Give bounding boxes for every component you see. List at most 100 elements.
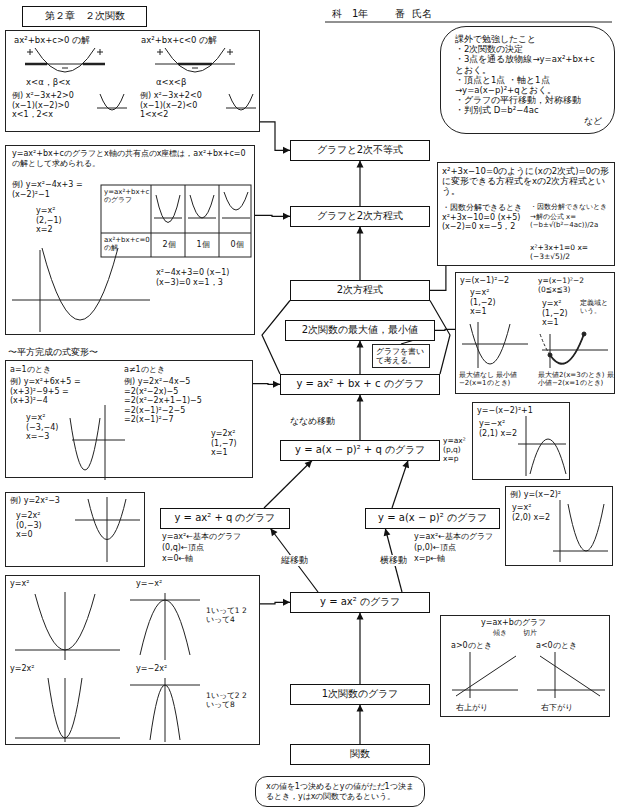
note-box: 〜平方完成の式変形〜a=1のとき例) y=x²+6x+5 =(x+3)²−9+5… bbox=[5, 360, 253, 478]
note-text: y=x² bbox=[10, 579, 50, 589]
note-text: y=2x² (0,−3) x=0 bbox=[16, 511, 56, 540]
connector-line bbox=[359, 227, 360, 281]
process-box: 2次関数の最大値，最小値 bbox=[285, 320, 435, 341]
note-box: y=x² y=−x² 1いって1 2いって4 y=2x² y=−2x² 1いって2 2いっ… bbox=[5, 575, 260, 745]
box-label: 第２章 ２次関数 bbox=[45, 10, 125, 23]
note-box: y=(x−1)²−2y=x² (1,−2) x=1最大値なし 最小値−2(x=1… bbox=[455, 272, 615, 394]
connector bbox=[357, 395, 364, 441]
connector bbox=[430, 266, 446, 290]
annotation-text: x=p←軸 bbox=[414, 554, 502, 564]
note-box: ax²+bx+c>0 の解ax²+bx+c<0 の解x<α，β<xα<x<β例)… bbox=[5, 30, 260, 132]
note-text: α<x<β bbox=[156, 77, 256, 87]
process-box: y = ax² + q のグラフ bbox=[160, 508, 290, 529]
process-box: y = ax² + bx + c のグラフ bbox=[280, 374, 440, 395]
note-text: 例) y=2x²−4x−5 =2(x²−2x)−5 =2(x²−2x+1−1)−… bbox=[124, 377, 222, 425]
note-text: グラフを書いて考える。 bbox=[376, 347, 428, 365]
connector bbox=[357, 613, 364, 685]
connector-line bbox=[271, 529, 319, 593]
box-label: 関数 bbox=[350, 748, 370, 761]
note-text: y=ax²+bx+cのグラフ bbox=[104, 188, 150, 205]
edge-label: 縦移動 bbox=[279, 555, 310, 566]
note-text: →解の公式 x=(−b±√(b²−4ac))/2a bbox=[530, 213, 612, 230]
arrow-head bbox=[283, 147, 290, 154]
note-text: ・頂点と1点 ・軸と1点→y=a(x−p)²+qとおく。 bbox=[455, 75, 602, 95]
edge-label: 横移動 bbox=[378, 555, 409, 566]
note-text: y=ax+bのグラフ bbox=[481, 618, 581, 628]
annotation-text: y=ax² (p,q) x=p bbox=[443, 436, 471, 463]
note-text: 右上がり bbox=[456, 703, 516, 713]
arrow-head bbox=[305, 461, 312, 468]
x-axis bbox=[542, 350, 608, 351]
note-text: 定義域という。 bbox=[580, 299, 614, 316]
note-box: グラフを書いて考える。 bbox=[372, 344, 430, 368]
note-text: y=−(x−2)²+1 bbox=[477, 406, 567, 416]
note-text: 切片 bbox=[523, 629, 551, 637]
arrow-head bbox=[384, 529, 391, 537]
note-box: y=ax+bのグラフ傾き切片a>0のときa<0のとき右上がり右下がり bbox=[440, 615, 610, 717]
note-text: 最大値なし 最小値−2(x=1のとき) bbox=[459, 371, 535, 388]
cloud-note: 課外で勉強したこと・2次関数の決定・3点を通る放物線→y=ax²+bx+cとおく… bbox=[440, 26, 615, 134]
note-text: y=−x² (2,1) x=2 bbox=[479, 419, 519, 438]
parabola bbox=[229, 94, 253, 110]
x-axis bbox=[25, 64, 105, 65]
solution-range bbox=[178, 63, 212, 66]
parabola bbox=[150, 685, 180, 740]
connector-line bbox=[359, 613, 360, 685]
x-axis bbox=[12, 300, 150, 301]
parabola bbox=[42, 248, 118, 320]
process-box: y = ax² のグラフ bbox=[290, 592, 430, 613]
connector bbox=[271, 529, 319, 593]
note-box: x²+3x−10=0のように(xの2次式)=0の形に変形できる方程式をxの2次方… bbox=[437, 162, 615, 266]
connector bbox=[435, 329, 455, 330]
connector bbox=[357, 227, 364, 281]
note-text: 0個 bbox=[222, 240, 252, 250]
note-text: x²−4x+3=0 (x−1)(x−3)=0 x=1，3 bbox=[156, 268, 246, 287]
speech-bubble: xの値を1つ決めるとyの値がただ1つ決まるとき，yはxの関数であるという。 bbox=[255, 776, 425, 807]
note-box: y=−(x−2)²+1 y=−x² (2,1) x=2 bbox=[472, 402, 570, 480]
annotation-text: y=ax²←基本のグラフ bbox=[162, 532, 258, 542]
note-text: 1いって2 2いって8 bbox=[206, 691, 251, 709]
arrow-head bbox=[357, 161, 364, 168]
y-axis bbox=[65, 678, 66, 742]
annotation-text: (0,q)←頂点 bbox=[162, 543, 258, 553]
note-text: y=(x−1)²−2 bbox=[460, 276, 534, 286]
parabola bbox=[156, 192, 248, 223]
note-text: y=x² (2,0) x=2 bbox=[512, 503, 552, 522]
y-axis bbox=[165, 593, 166, 660]
note-text: 2個 bbox=[154, 240, 184, 250]
box-label: y = a(x − p)² のグラフ bbox=[378, 512, 487, 525]
connector bbox=[357, 161, 364, 207]
annotation-text: 科 bbox=[332, 8, 352, 20]
parabola bbox=[48, 678, 82, 738]
y-axis bbox=[470, 652, 471, 698]
note-text: y=−2x² bbox=[136, 664, 184, 674]
arrow-head bbox=[357, 341, 364, 348]
box-label: グラフと2次不等式 bbox=[317, 144, 403, 157]
connector bbox=[260, 599, 290, 606]
note-text: 例) y=2x²−3 bbox=[10, 496, 72, 506]
parabola bbox=[140, 600, 190, 655]
connector bbox=[255, 213, 290, 220]
x-axis bbox=[15, 738, 120, 739]
annotation-text: 1年 bbox=[352, 8, 382, 20]
note-text: y=2x² (1,−7) x=1 bbox=[211, 429, 251, 458]
y-axis bbox=[478, 322, 479, 368]
note-text: a>0のとき bbox=[451, 641, 521, 651]
arrow-head bbox=[273, 381, 280, 388]
note-text: 1いって1 2いって4 bbox=[206, 606, 251, 624]
x-axis bbox=[97, 108, 127, 109]
process-box: y = a(x − p)² + q のグラフ bbox=[280, 440, 440, 461]
note-text: y=2x² bbox=[10, 664, 50, 674]
note-text: 〜平方完成の式変形〜 bbox=[8, 347, 178, 358]
note-text: ・因数分解できるとき x²+3x−10=0 (x+5)(x−2)=0 x=−5，… bbox=[442, 203, 526, 232]
note-text: y=x² (2,−1) x=2 bbox=[36, 206, 76, 235]
connector bbox=[253, 381, 280, 388]
note-text: ax²+bx+c<0 の解 bbox=[141, 35, 256, 45]
box-label: 1次関数のグラフ bbox=[322, 688, 398, 701]
parabola bbox=[470, 324, 510, 364]
y-axis bbox=[550, 334, 551, 368]
note-text: y=−x² bbox=[136, 579, 180, 589]
connector-line bbox=[260, 122, 290, 151]
x-axis bbox=[452, 690, 518, 691]
